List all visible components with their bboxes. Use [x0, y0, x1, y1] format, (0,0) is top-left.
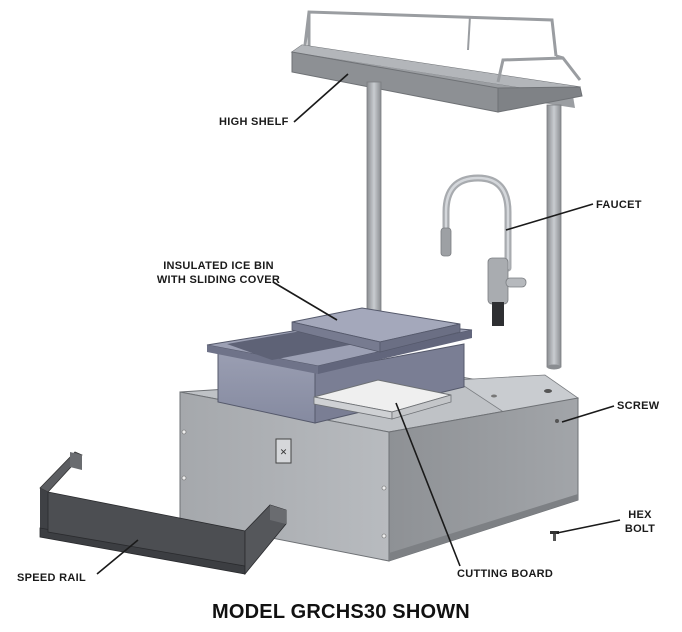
left-post	[366, 81, 382, 313]
label-hex-bolt-line1: HEX	[628, 509, 652, 521]
label-speed-rail: SPEED RAIL	[17, 572, 87, 584]
label-cutting-board: CUTTING BOARD	[457, 568, 554, 580]
ice-bin	[206, 307, 473, 424]
label-ice-bin: INSULATED ICE BIN WITH SLIDING COVER	[136, 259, 301, 287]
model-caption: MODEL GRCHS30 SHOWN	[212, 601, 470, 623]
right-post	[546, 104, 562, 368]
label-hex-bolt-line2: BOLT	[624, 523, 656, 535]
label-ice-bin-line2: WITH SLIDING COVER	[156, 274, 281, 286]
faucet-icon	[440, 174, 527, 326]
cutting-board	[313, 379, 452, 420]
screw-icon	[555, 419, 559, 423]
hex-bolt-icon	[550, 531, 559, 541]
label-ice-bin-line1: INSULATED ICE BIN	[163, 260, 274, 272]
label-screw: SCREW	[617, 400, 660, 412]
svg-text:✕: ✕	[280, 447, 288, 457]
label-hex-bolt: HEX BOLT	[620, 508, 660, 536]
label-high-shelf: HIGH SHELF	[219, 116, 289, 128]
speed-rail-icon	[39, 451, 287, 576]
leader-lines	[96, 73, 621, 575]
high-shelf	[290, 10, 583, 113]
label-faucet: FAUCET	[596, 199, 642, 211]
